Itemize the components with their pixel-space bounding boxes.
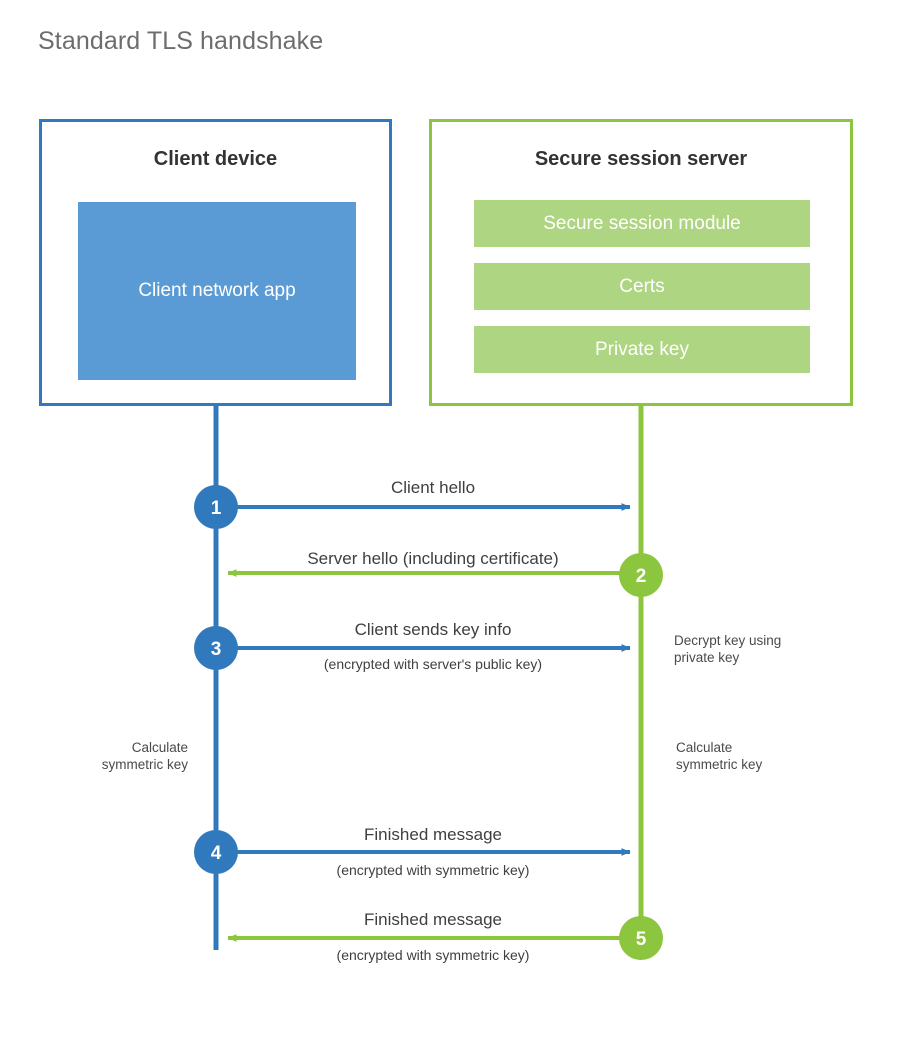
step-1-label: Client hello <box>390 478 476 497</box>
step-marker-2-number: 2 <box>636 566 647 587</box>
step-3-sublabel: (encrypted with server's public key) <box>323 656 543 672</box>
note-server-decrypt-key: Decrypt key using private key <box>674 633 782 666</box>
note-client-calculate-symmetric-key: Calculate symmetric key <box>101 740 188 773</box>
step-2-label: Server hello (including certificate) <box>307 549 559 568</box>
server-component-secure-session-module: Secure session module <box>474 200 810 247</box>
client-device-title: Client device <box>153 148 278 170</box>
secure-session-server-title: Secure session server <box>534 148 748 170</box>
step-5-label: Finished message <box>364 910 502 929</box>
server-component-certs: Certs <box>474 263 810 310</box>
step-4-sublabel: (encrypted with symmetric key) <box>336 862 530 878</box>
page-title: Standard TLS handshake <box>38 27 324 55</box>
client-device-box: Client device Client network app <box>39 119 392 406</box>
step-5-sublabel: (encrypted with symmetric key) <box>336 947 530 963</box>
client-network-app-block: Client network app <box>78 202 356 380</box>
step-marker-4-number: 4 <box>211 843 222 864</box>
step-marker-1-number: 1 <box>211 498 222 519</box>
server-component-list: Secure session module Certs Private key <box>474 200 810 373</box>
server-component-private-key: Private key <box>474 326 810 373</box>
secure-session-server-box: Secure session server Secure session mod… <box>429 119 853 406</box>
note-server-calculate-symmetric-key: Calculate symmetric key <box>676 740 763 773</box>
step-4-label: Finished message <box>364 825 502 844</box>
step-marker-3-number: 3 <box>211 639 222 660</box>
step-3-label: Client sends key info <box>354 620 512 639</box>
